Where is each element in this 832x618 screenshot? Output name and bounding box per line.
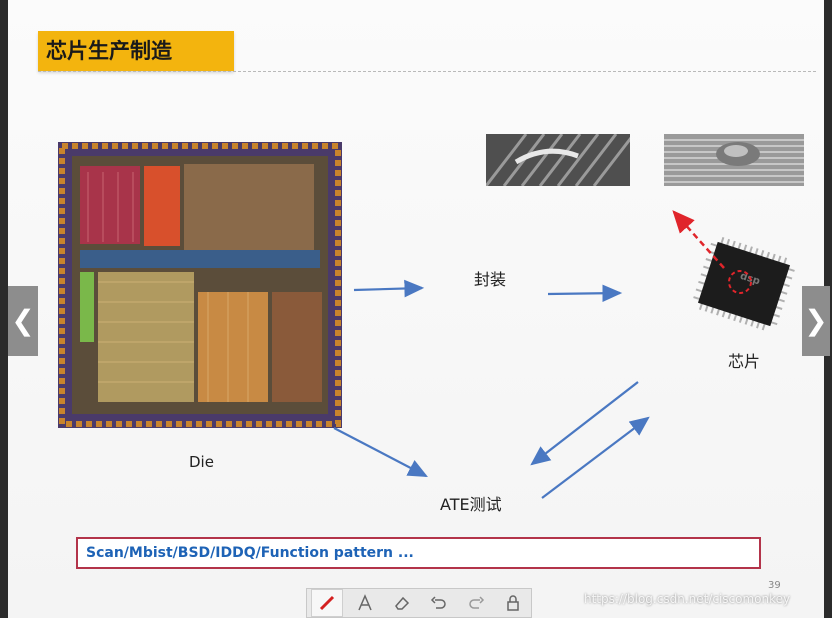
bond-wire-micrograph [486,134,630,186]
lock-icon [506,595,519,611]
redo-icon [468,596,484,609]
arrow-die-to-package [353,279,425,298]
pen-tool-button[interactable] [310,589,343,617]
label-ate-test: ATE测试 [440,495,502,514]
pen-icon [319,595,334,611]
text-icon [357,594,372,611]
die-image [58,142,342,428]
title-divider [38,71,816,72]
chevron-left-icon: ❮ [11,304,35,337]
flow-arrows [333,210,725,499]
prev-slide-button[interactable]: ❮ [8,286,38,356]
slide: 芯片生产制造 [8,0,824,618]
arrow-ate-to-chip [541,416,650,499]
bond-ball-micrograph [664,134,804,186]
next-slide-button[interactable]: ❯ [802,286,830,356]
page-number: 39 [768,580,781,591]
arrow-chip-to-micrograph [672,210,725,269]
text-tool-button[interactable] [350,590,380,616]
chevron-right-icon: ❯ [804,304,828,337]
label-die: Die [189,453,214,471]
arrow-package-to-chip [547,284,623,303]
arrow-die-to-ate [333,427,428,478]
undo-icon [430,596,446,609]
annotation-toolbar [306,588,532,618]
label-package: 封装 [474,270,507,289]
undo-button[interactable] [424,590,454,616]
lock-button[interactable] [498,590,528,616]
label-chip: 芯片 [728,352,761,371]
redo-button[interactable] [461,590,491,616]
watermark-text: https://blog.csdn.net/ciscomonkey [584,592,791,606]
slide-title: 芯片生产制造 [38,31,234,71]
eraser-tool-button[interactable] [387,590,417,616]
test-pattern-text: Scan/Mbist/BSD/IDDQ/Function pattern ... [86,545,414,561]
eraser-icon [394,596,409,610]
test-pattern-box: Scan/Mbist/BSD/IDDQ/Function pattern ... [76,537,761,569]
arrow-chip-to-ate [530,381,639,466]
